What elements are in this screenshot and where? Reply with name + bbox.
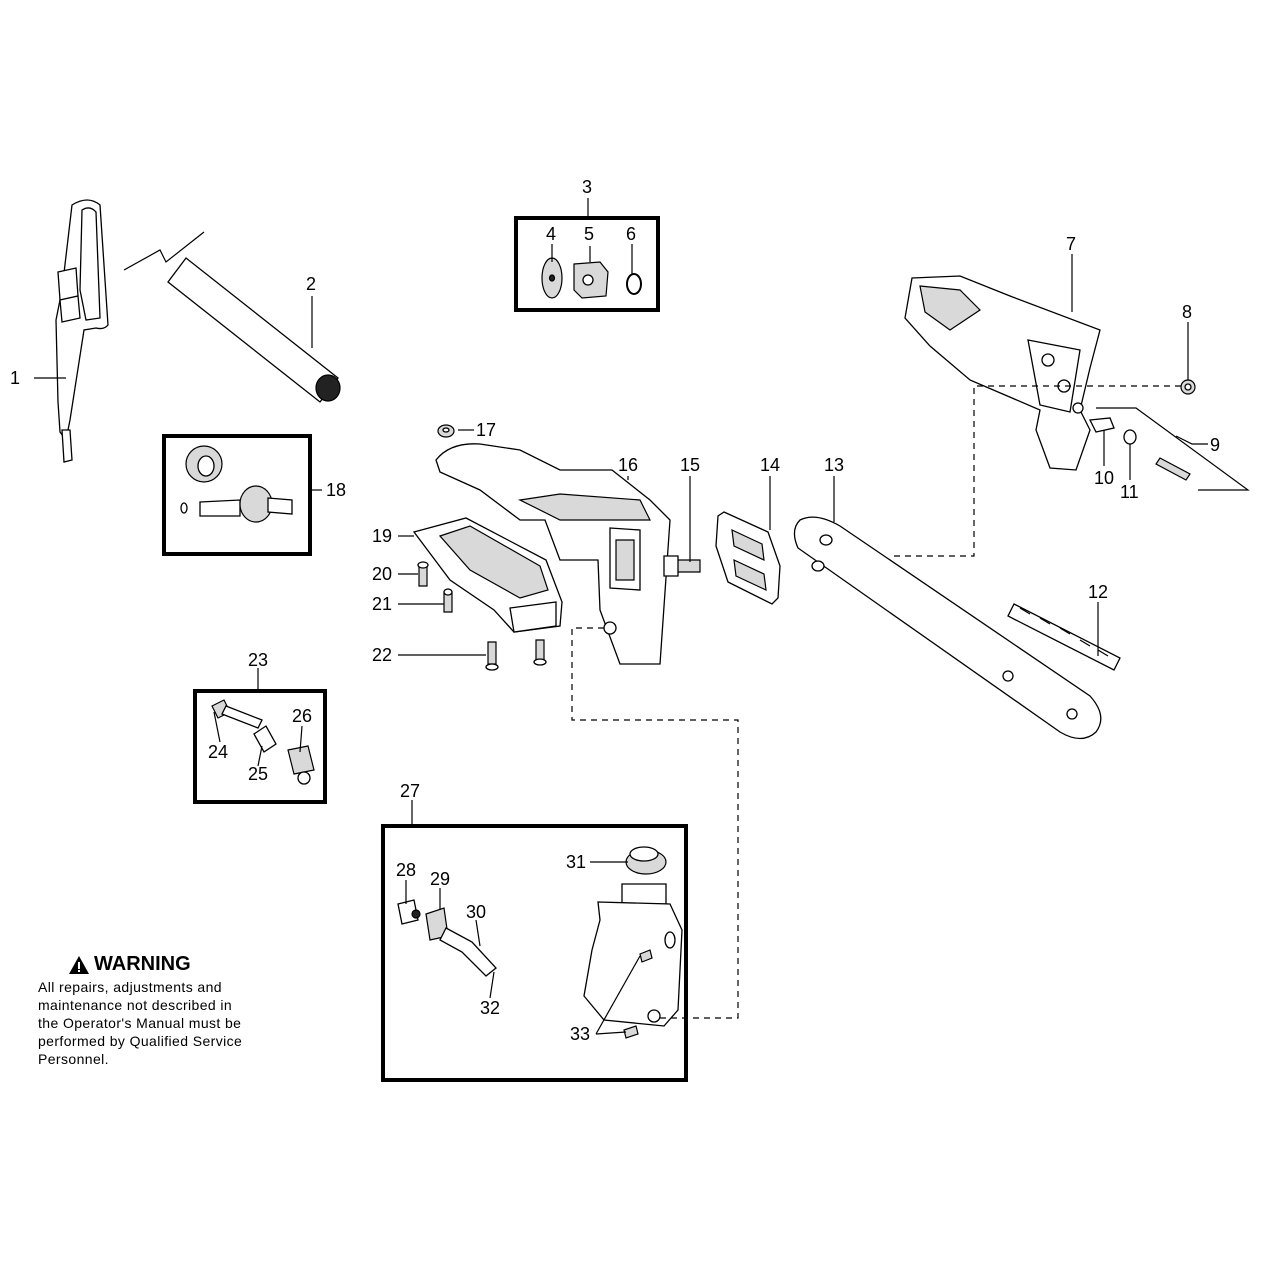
part-24-pump-piston bbox=[211, 699, 263, 729]
callout-24: 24 bbox=[208, 742, 228, 762]
callout-29: 29 bbox=[430, 869, 450, 889]
part-33-screws bbox=[623, 949, 653, 1039]
callout-30: 30 bbox=[466, 902, 486, 922]
callout-18: 18 bbox=[326, 480, 346, 500]
kit-box-3 bbox=[514, 216, 660, 312]
part-13-guide-bar bbox=[793, 516, 1102, 740]
part-22-screw bbox=[485, 639, 547, 671]
callout-3: 3 bbox=[582, 177, 592, 197]
callout-11: 11 bbox=[1120, 482, 1139, 502]
warning-line: the Operator's Manual must be bbox=[38, 1015, 242, 1031]
part-17-nut bbox=[437, 424, 455, 438]
leader-lines bbox=[34, 198, 1208, 1035]
callout-labels: 1 2 3 4 5 6 7 8 9 10 11 12 13 14 15 16 1… bbox=[10, 177, 1220, 1044]
callout-8: 8 bbox=[1182, 302, 1192, 322]
warning-line: Personnel. bbox=[38, 1051, 109, 1067]
part-30-oil-hose bbox=[439, 927, 497, 977]
part-19-housing bbox=[412, 517, 563, 633]
callout-15: 15 bbox=[680, 455, 700, 475]
warning-body: All repairs, adjustments and maintenance… bbox=[38, 978, 288, 1068]
callout-7: 7 bbox=[1066, 234, 1076, 254]
warning-line: All repairs, adjustments and bbox=[38, 979, 222, 995]
part-18-worm-gear bbox=[180, 445, 293, 523]
connector-cover-to-tank bbox=[571, 627, 739, 1019]
callout-14: 14 bbox=[760, 455, 780, 475]
callout-17: 17 bbox=[476, 420, 496, 440]
callout-4: 4 bbox=[546, 224, 556, 244]
callout-21: 21 bbox=[372, 594, 392, 614]
callout-28: 28 bbox=[396, 860, 416, 880]
callout-5: 5 bbox=[584, 224, 594, 244]
callout-31: 31 bbox=[566, 852, 586, 872]
part-16-chain-cover bbox=[435, 443, 671, 665]
warning-title: WARNING bbox=[68, 953, 288, 976]
kit-box-23 bbox=[193, 689, 327, 804]
connector-bar-to-cover bbox=[894, 385, 1186, 557]
callout-20: 20 bbox=[372, 564, 392, 584]
callout-23: 23 bbox=[248, 650, 268, 670]
warning-title-text: WARNING bbox=[94, 953, 191, 975]
part-6-retaining-ring bbox=[626, 273, 642, 295]
callout-25: 25 bbox=[248, 764, 268, 784]
oil-tank bbox=[583, 883, 683, 1027]
callout-19: 19 bbox=[372, 526, 392, 546]
part-14-bar-plate bbox=[715, 511, 781, 605]
callout-6: 6 bbox=[626, 224, 636, 244]
part-15-stud bbox=[663, 555, 701, 577]
callout-2: 2 bbox=[306, 274, 316, 294]
part-12-saw-chain bbox=[1007, 603, 1121, 671]
callout-32: 32 bbox=[480, 998, 500, 1018]
callout-10: 10 bbox=[1094, 468, 1114, 488]
warning-line: performed by Qualified Service bbox=[38, 1033, 243, 1049]
callout-27: 27 bbox=[400, 781, 420, 801]
callout-13: 13 bbox=[824, 455, 844, 475]
part-4-washer bbox=[541, 257, 563, 299]
kit-box-27 bbox=[381, 824, 688, 1082]
callout-12: 12 bbox=[1088, 582, 1108, 602]
part-20-screw bbox=[417, 561, 429, 587]
callout-26: 26 bbox=[292, 706, 312, 726]
warning-line: maintenance not described in bbox=[38, 997, 233, 1013]
kit-box-18 bbox=[162, 434, 312, 556]
part-28-valve bbox=[397, 899, 421, 925]
callout-9: 9 bbox=[1210, 435, 1220, 455]
part-26-pump-body bbox=[287, 745, 315, 785]
part-9-adjuster-group bbox=[1088, 407, 1250, 491]
part-21-screw bbox=[443, 588, 453, 613]
callout-1: 1 bbox=[10, 368, 20, 388]
part-7-sprocket-cover bbox=[904, 275, 1101, 471]
callout-22: 22 bbox=[372, 645, 392, 665]
callout-16: 16 bbox=[618, 455, 638, 475]
warning-notice: WARNING All repairs, adjustments and mai… bbox=[38, 953, 288, 1068]
part-25-spring bbox=[253, 725, 277, 753]
part-31-oil-cap bbox=[625, 846, 667, 875]
callout-33: 33 bbox=[570, 1024, 590, 1044]
part-1-shoulder-strap bbox=[55, 199, 109, 463]
part-8-nut bbox=[1180, 379, 1196, 395]
part-5-sprocket bbox=[573, 261, 609, 299]
warning-triangle-icon bbox=[69, 955, 89, 974]
part-2-pole-tube bbox=[123, 231, 341, 403]
